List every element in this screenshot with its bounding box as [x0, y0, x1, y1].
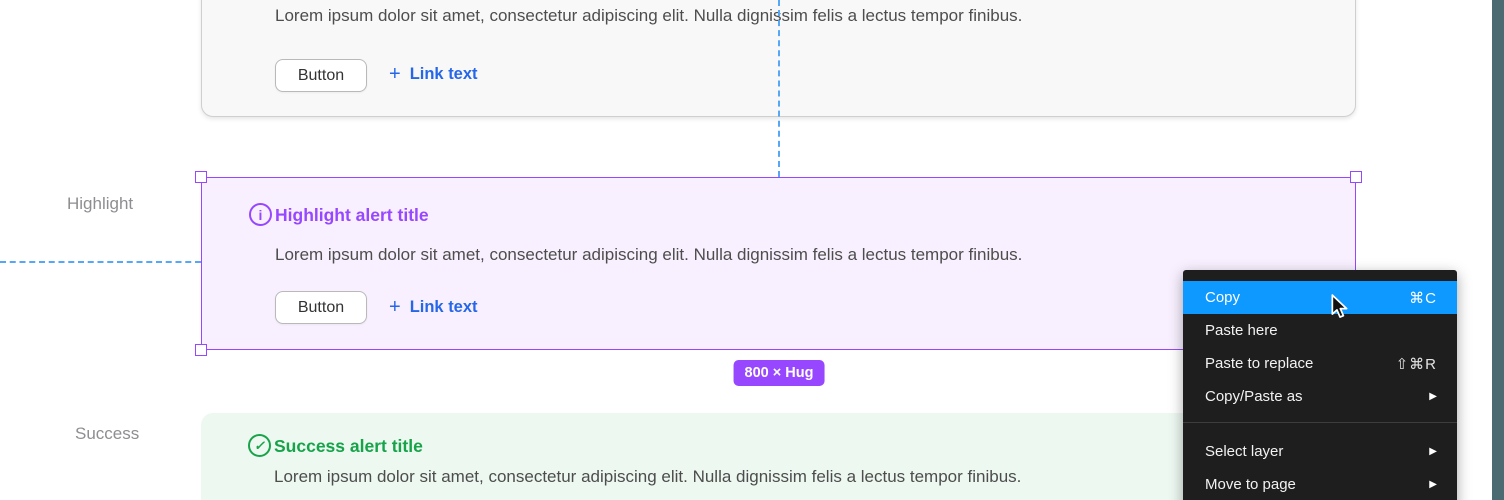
alert-link-label: Link text [409, 297, 478, 316]
menu-item-label: Select layer [1205, 443, 1284, 460]
selection-handle-bottom-left[interactable] [195, 344, 207, 356]
submenu-arrow-icon: ▶ [1429, 479, 1437, 490]
plus-icon: + [389, 296, 401, 318]
alert-body-text: Lorem ipsum dolor sit amet, consectetur … [275, 245, 1023, 264]
menu-item-paste-here[interactable]: Paste here [1183, 314, 1457, 347]
submenu-arrow-icon: ▶ [1429, 446, 1437, 457]
alert-card-success[interactable]: ✓ Success alert title Lorem ipsum dolor … [201, 413, 1356, 500]
plus-icon: + [389, 63, 401, 85]
menu-item-copy[interactable]: Copy ⌘C [1183, 281, 1457, 314]
alert-body-text: Lorem ipsum dolor sit amet, consectetur … [274, 467, 1022, 486]
alert-button[interactable]: Button [275, 59, 367, 92]
selection-handle-top-right[interactable] [1350, 171, 1362, 183]
submenu-arrow-icon: ▶ [1429, 391, 1437, 402]
menu-item-move-to-page[interactable]: Move to page ▶ [1183, 468, 1457, 500]
background-window-strip [1492, 0, 1504, 500]
alert-button[interactable]: Button [275, 291, 367, 324]
selection-size-badge: 800 × Hug [733, 360, 825, 386]
menu-item-paste-to-replace[interactable]: Paste to replace ⇧⌘R [1183, 347, 1457, 380]
selection-handle-top-left[interactable] [195, 171, 207, 183]
alert-link[interactable]: + Link text [389, 297, 478, 317]
menu-item-label: Paste here [1205, 322, 1278, 339]
section-label-highlight: Highlight [67, 194, 134, 213]
alert-title: Success alert title [274, 436, 423, 456]
menu-item-label: Paste to replace [1205, 355, 1314, 372]
menu-separator [1183, 422, 1457, 423]
section-label-success: Success [75, 424, 140, 443]
alert-link[interactable]: + Link text [389, 64, 478, 84]
alert-card-highlight[interactable]: i Highlight alert title Lorem ipsum dolo… [201, 177, 1356, 350]
info-icon: i [249, 203, 272, 226]
menu-item-label: Move to page [1205, 476, 1296, 493]
horizontal-alignment-guide [0, 261, 201, 263]
menu-item-copy-paste-as[interactable]: Copy/Paste as ▶ [1183, 380, 1457, 413]
menu-shortcut: ⇧⌘R [1395, 355, 1437, 373]
alert-link-label: Link text [409, 64, 478, 83]
alert-title: Highlight alert title [275, 205, 429, 225]
menu-item-label: Copy/Paste as [1205, 388, 1303, 405]
vertical-alignment-guide [778, 0, 780, 177]
menu-item-label: Copy [1205, 289, 1241, 306]
context-menu: Copy ⌘C Paste here Paste to replace ⇧⌘R … [1183, 270, 1457, 500]
check-icon: ✓ [248, 434, 271, 457]
menu-item-select-layer[interactable]: Select layer ▶ [1183, 435, 1457, 468]
menu-shortcut: ⌘C [1409, 289, 1437, 307]
alert-body-text: Lorem ipsum dolor sit amet, consectetur … [275, 6, 1023, 25]
